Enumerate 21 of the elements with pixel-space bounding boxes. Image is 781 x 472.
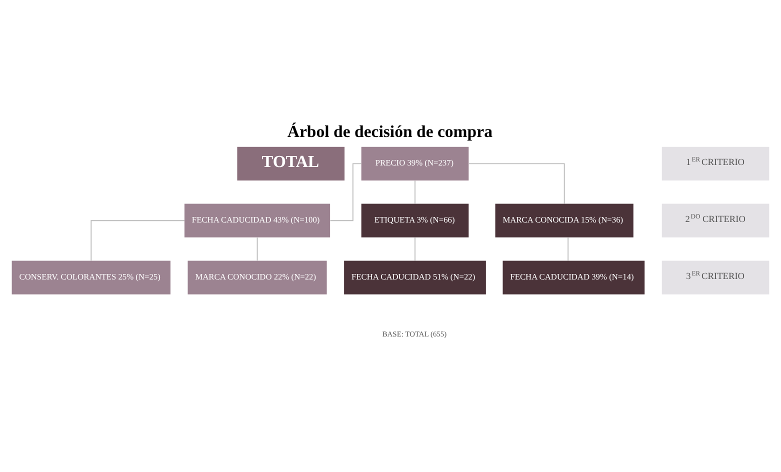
node-box: 1$^{ER}$ CRITERIO: [662, 146, 770, 180]
node-box: ETIQUETA 3% (N=66): [361, 204, 469, 238]
connector: [414, 180, 416, 204]
connector: [90, 220, 185, 261]
node-box: MARCA CONOCIDO 22% (N=22): [188, 260, 327, 294]
node-box: FECHA CADUCIDAD 43% (N=100): [184, 204, 330, 238]
node-box: TOTAL: [237, 146, 345, 180]
connector: [414, 237, 416, 261]
node-box: FECHA CADUCIDAD 39% (N=14): [502, 260, 645, 294]
node-box: PRECIO 39% (N=237): [361, 146, 469, 180]
connector: [330, 163, 362, 222]
label: BASE: TOTAL (655): [382, 329, 447, 338]
node-box: CONSERV. COLORANTES 25% (N=25): [12, 260, 170, 294]
connector: [468, 163, 565, 204]
connector: [568, 237, 569, 261]
node-box: MARCA CONOCIDA 15% (N=36): [495, 204, 634, 238]
connector: [256, 237, 258, 261]
node-box: 2$^{DO}$ CRITERIO: [662, 204, 770, 238]
node-box: 3$^{ER}$ CRITERIO: [662, 260, 770, 294]
node-box: FECHA CADUCIDAD 51% (N=22): [344, 260, 486, 294]
diagram-title: Árbol de decisión de compra: [287, 122, 492, 141]
